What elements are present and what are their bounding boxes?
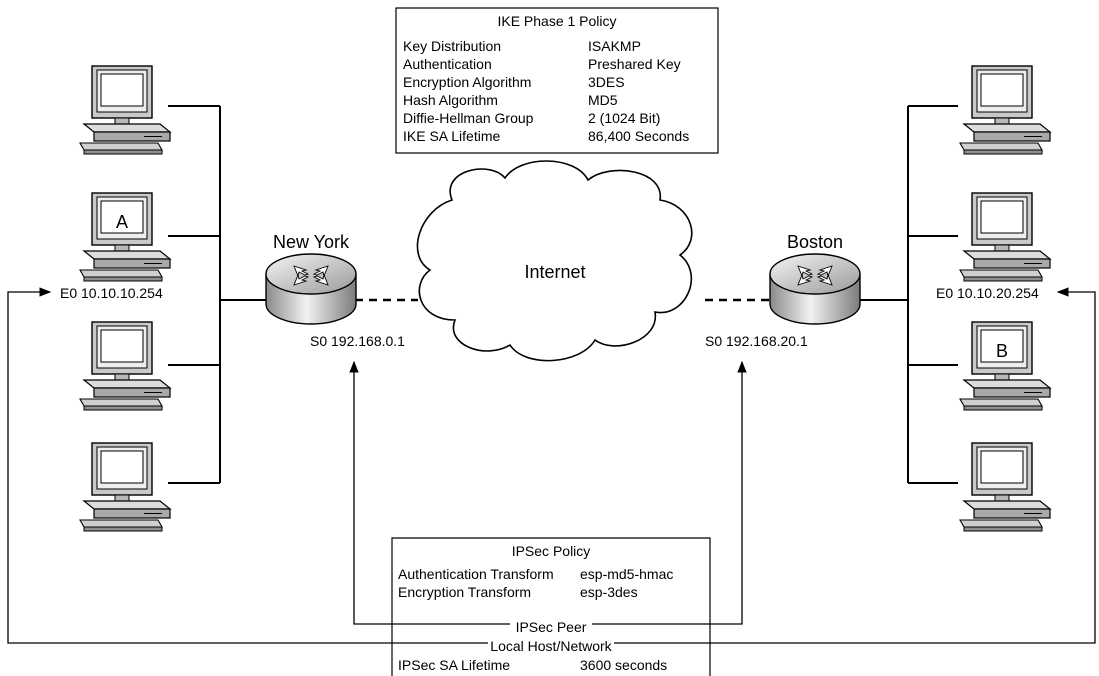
workstation-icon <box>79 65 171 155</box>
router-boston: Boston S0 192.168.20.1 E0 10.10.20.254 <box>705 232 1039 349</box>
serial-ip-right: S0 192.168.20.1 <box>705 333 808 349</box>
ipsec-policy-box: IPSec Policy Authentication Transform es… <box>391 537 711 676</box>
workstation-icon <box>959 442 1051 532</box>
arrow-icon <box>7 287 488 644</box>
local-network-connector <box>7 287 1096 644</box>
ike-row-value: Preshared Key <box>588 56 681 72</box>
ike-row-value: 2 (1024 Bit) <box>588 110 660 126</box>
ipsec-row-value: esp-md5-hmac <box>580 566 673 582</box>
ipsec-peer-label: IPSec Peer <box>516 619 587 635</box>
workstation-icon <box>959 65 1051 155</box>
ike-row-value: 86,400 Seconds <box>588 128 689 144</box>
ipsec-row-value: esp-3des <box>580 584 638 600</box>
workstation-b: B <box>959 321 1051 411</box>
workstation-icon <box>79 192 171 282</box>
ike-row-key: Encryption Algorithm <box>403 74 531 90</box>
ethernet-ip-left: E0 10.10.10.254 <box>60 285 163 301</box>
router-icon <box>265 253 357 325</box>
left-lan-wiring <box>168 105 268 484</box>
router-name-right: Boston <box>787 232 843 252</box>
ike-policy-box: IKE Phase 1 Policy Key Distribution ISAK… <box>395 7 719 154</box>
workstation-a: A <box>79 192 171 282</box>
ike-policy-title: IKE Phase 1 Policy <box>497 13 616 29</box>
ike-row-key: Key Distribution <box>403 38 501 54</box>
ike-row-key: Diffie-Hellman Group <box>403 110 534 126</box>
workstation-icon <box>959 192 1051 282</box>
host-b-label: B <box>996 341 1008 361</box>
local-network-label: Local Host/Network <box>490 638 612 654</box>
workstation-icon <box>79 442 171 532</box>
arrow-icon <box>592 360 747 625</box>
ike-row-value: 3DES <box>588 74 625 90</box>
arrow-icon <box>614 287 1096 644</box>
router-new-york: New York S0 192.168.0.1 E0 10.10.10.254 <box>60 232 405 349</box>
router-name-left: New York <box>273 232 350 252</box>
host-a-label: A <box>116 212 128 232</box>
ipsec-lifetime-key: IPSec SA Lifetime <box>398 657 510 673</box>
right-lan-wiring <box>858 105 958 484</box>
ipsec-row-key: Authentication Transform <box>398 566 554 582</box>
internet-cloud-icon: Internet <box>416 160 693 362</box>
ike-row-key: IKE SA Lifetime <box>403 128 500 144</box>
ipsec-lifetime-value: 3600 seconds <box>580 657 667 673</box>
ike-row-value: MD5 <box>588 92 618 108</box>
internet-label: Internet <box>524 262 585 282</box>
ike-row-key: Authentication <box>403 56 492 72</box>
ethernet-ip-right: E0 10.10.20.254 <box>936 285 1039 301</box>
workstation-icon <box>79 321 171 411</box>
ipsec-policy-title: IPSec Policy <box>512 543 591 559</box>
router-icon <box>769 253 861 325</box>
serial-ip-left: S0 192.168.0.1 <box>310 333 405 349</box>
ipsec-peer-connector <box>349 360 747 625</box>
workstation-icon <box>959 321 1051 411</box>
ipsec-row-key: Encryption Transform <box>398 584 531 600</box>
ike-row-value: ISAKMP <box>588 38 641 54</box>
arrow-icon <box>349 360 510 625</box>
ike-row-key: Hash Algorithm <box>403 92 498 108</box>
